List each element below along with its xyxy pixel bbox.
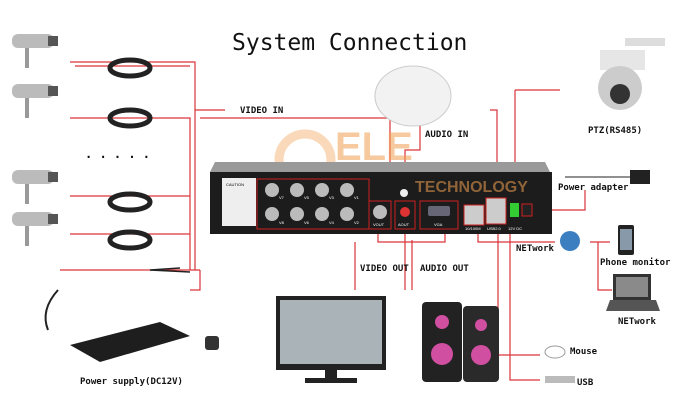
audio-out-label: AUDIO OUT bbox=[420, 264, 469, 274]
port-power: 12V DC bbox=[508, 226, 522, 231]
camera-4 bbox=[12, 212, 58, 246]
camera-1 bbox=[12, 34, 58, 68]
port-v5: V5 bbox=[304, 195, 310, 200]
port-usb: USB2.0 bbox=[487, 226, 502, 231]
network-label: NETwork bbox=[516, 244, 555, 254]
audio-in-label: AUDIO IN bbox=[425, 130, 468, 140]
port-vga: VGA bbox=[434, 222, 443, 227]
power-adapter-label: Power adapter bbox=[558, 183, 629, 193]
port-v8: V8 bbox=[279, 220, 285, 225]
mouse-icon bbox=[544, 345, 566, 359]
dvr-rear-panel: CAUTION V7 V5 V3 V1 V8 V6 V4 V2 VOUT AOU… bbox=[210, 162, 552, 234]
watermark-technology: TECHNOLOGY bbox=[415, 179, 528, 196]
port-v1: V1 bbox=[354, 195, 360, 200]
caution-label: CAUTION bbox=[226, 182, 244, 187]
port-aout: AOUT bbox=[398, 222, 410, 227]
power-supply-label: Power supply(DC12V) bbox=[80, 377, 183, 387]
usb-drive-icon bbox=[545, 376, 575, 383]
watermark-ele: ELE bbox=[335, 125, 413, 169]
camera-group bbox=[12, 34, 58, 246]
camera-3 bbox=[12, 170, 58, 204]
ptz-label: PTZ(RS485) bbox=[588, 126, 642, 136]
microphone-icon bbox=[374, 65, 452, 127]
port-lan: 10/100M bbox=[465, 226, 481, 231]
laptop-network-label: NETwork bbox=[618, 317, 657, 327]
ptz-camera-icon bbox=[598, 38, 665, 110]
camera-2 bbox=[12, 84, 58, 118]
mouse-label: Mouse bbox=[570, 347, 598, 357]
laptop-icon bbox=[606, 274, 660, 311]
video-in-label: VIDEO IN bbox=[240, 106, 283, 116]
port-v3: V3 bbox=[329, 195, 335, 200]
usb-label: USB bbox=[577, 378, 594, 388]
diagram-title: System Connection bbox=[232, 30, 467, 56]
cable-coils bbox=[107, 57, 153, 251]
more-cameras-ellipsis: . . . . . bbox=[85, 147, 150, 161]
power-supply-icon bbox=[44, 267, 219, 362]
power-adapter-icon bbox=[630, 170, 650, 184]
monitor-icon bbox=[276, 296, 386, 383]
port-v6: V6 bbox=[304, 220, 310, 225]
phone-monitor-label: Phone monitor bbox=[600, 257, 671, 268]
globe-icon bbox=[560, 231, 580, 251]
video-out-label: VIDEO OUT bbox=[360, 264, 409, 274]
port-v7: V7 bbox=[279, 195, 285, 200]
port-v2: V2 bbox=[354, 220, 360, 225]
port-v4: V4 bbox=[329, 220, 335, 225]
speakers-icon bbox=[422, 302, 499, 382]
port-vout: VOUT bbox=[373, 222, 385, 227]
